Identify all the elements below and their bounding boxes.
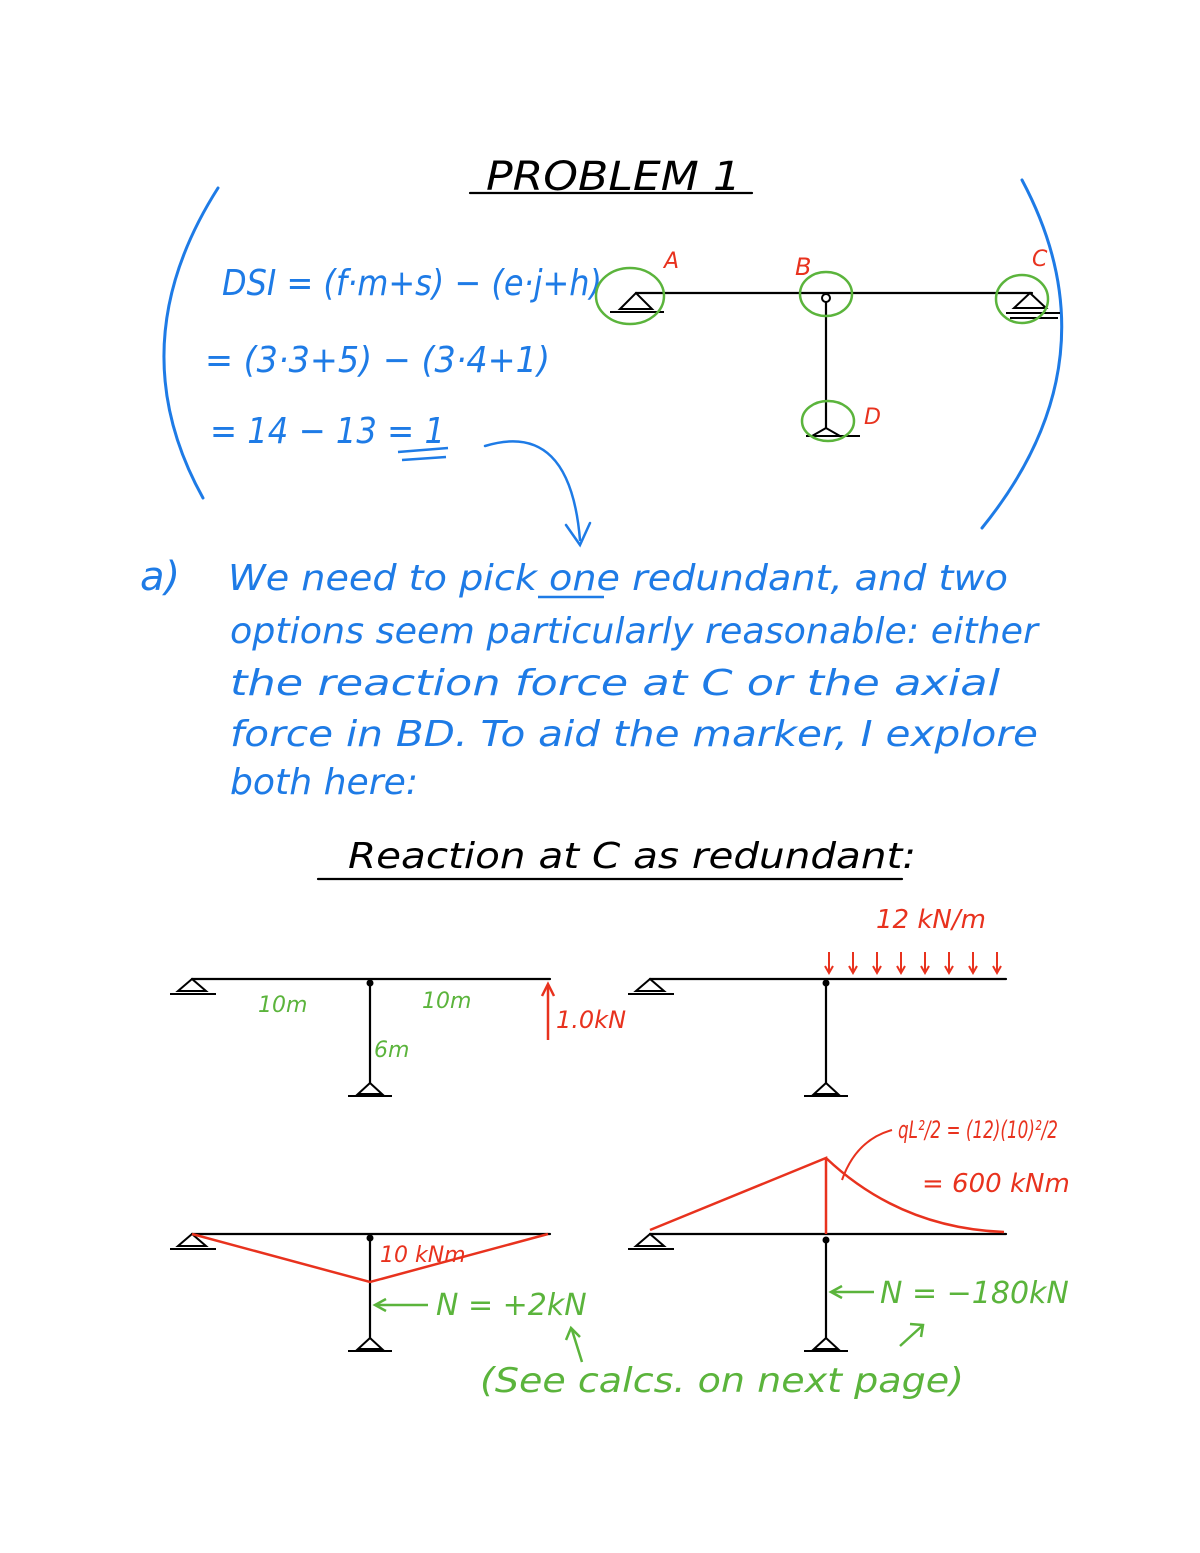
answer-double-underline	[397, 446, 449, 462]
d1-hinge	[366, 979, 374, 987]
circle-b	[798, 270, 854, 318]
footer-note: (See calcs. on next page)	[480, 1361, 964, 1401]
d4-support-a	[628, 1232, 674, 1250]
circle-a	[594, 266, 666, 326]
d2-support-d	[804, 1081, 848, 1097]
d3-support-a	[170, 1232, 216, 1250]
right-bracket	[980, 178, 1064, 530]
d1-span-left: 10m	[258, 993, 307, 1018]
diagram-3: 10 kNm N = +2kN	[170, 1232, 587, 1352]
d3-axial-label: N = +2kN	[436, 1288, 587, 1323]
d4-moment-value: = 600 kNm	[922, 1169, 1070, 1199]
d1-support-d	[348, 1081, 392, 1097]
d1-column-height: 6m	[374, 1038, 409, 1063]
curved-arrow	[483, 440, 582, 542]
node-label-a: A	[662, 249, 679, 274]
d1-span-right: 10m	[422, 989, 471, 1014]
part-a-line-1: We need to pick one redundant, and two	[228, 558, 1008, 599]
d4-hinge	[822, 1236, 830, 1244]
footer-arrow-left	[564, 1325, 584, 1363]
support-c	[1006, 291, 1060, 319]
d1-support-a	[170, 977, 216, 995]
d2-hinge	[822, 979, 830, 987]
part-a-line-4: force in BD. To aid the marker, I explor…	[230, 714, 1038, 755]
dsi-equations: DSI = (f·m+s) − (e·j+h) = (3·3+5) − (3·4…	[205, 263, 602, 462]
d2-load-label: 12 kN/m	[876, 905, 986, 935]
d4-axial-arrowhead	[828, 1284, 843, 1300]
circle-c	[994, 273, 1050, 325]
d1-unit-load: 1.0kN	[556, 1006, 626, 1034]
node-label-b: B	[795, 253, 811, 281]
left-bracket	[162, 186, 220, 500]
hinge-b	[821, 293, 831, 303]
d3-moment-diagram	[191, 1232, 549, 1284]
dsi-line-1: DSI = (f·m+s) − (e·j+h)	[222, 263, 602, 304]
circle-d	[800, 399, 856, 443]
part-a-line-3: the reaction force at C or the axial	[230, 663, 1000, 704]
curved-arrow-head	[564, 521, 592, 548]
d3-support-d	[348, 1336, 392, 1352]
node-label-d: D	[864, 405, 881, 430]
part-a-line-5: both here:	[230, 762, 418, 803]
d4-leader-curve	[841, 1129, 893, 1181]
d2-support-a	[628, 977, 674, 995]
title-block: PROBLEM 1	[468, 154, 754, 200]
top-structure: A B C D	[594, 247, 1060, 443]
diagram-1: 10m 10m 6m 1.0kN	[170, 977, 626, 1097]
diagram-4: qL²/2 = (12)(10)²/2 = 600 kNm N = −180kN	[628, 1116, 1070, 1352]
dsi-line-2: = (3·3+5) − (3·4+1)	[205, 340, 550, 381]
part-a-line-2: options seem particularly reasonable: ei…	[230, 611, 1040, 652]
d4-support-d	[804, 1336, 848, 1352]
part-a-label: a)	[140, 554, 180, 600]
d3-hinge	[366, 1234, 374, 1242]
d3-axial-arrowhead	[372, 1297, 387, 1313]
diagram-2: 12 kN/m	[628, 905, 1008, 1097]
footer-note-block: (See calcs. on next page)	[480, 1322, 964, 1401]
d1-unit-load-arrowhead	[540, 981, 556, 997]
support-a	[610, 291, 664, 313]
node-label-c: C	[1032, 247, 1048, 272]
footer-arrow-right	[899, 1322, 925, 1347]
section-heading: Reaction at C as redundant:	[348, 836, 916, 877]
support-d	[806, 426, 860, 437]
d4-axial-label: N = −180kN	[880, 1276, 1069, 1311]
dsi-line-3: = 14 − 13 = 1	[210, 411, 445, 452]
d3-moment-label: 10 kNm	[380, 1243, 466, 1268]
part-a-text: a) We need to pick one redundant, and tw…	[140, 554, 1040, 803]
d2-load-arrows	[824, 952, 1002, 976]
d4-formula: qL²/2 = (12)(10)²/2	[898, 1116, 1058, 1144]
